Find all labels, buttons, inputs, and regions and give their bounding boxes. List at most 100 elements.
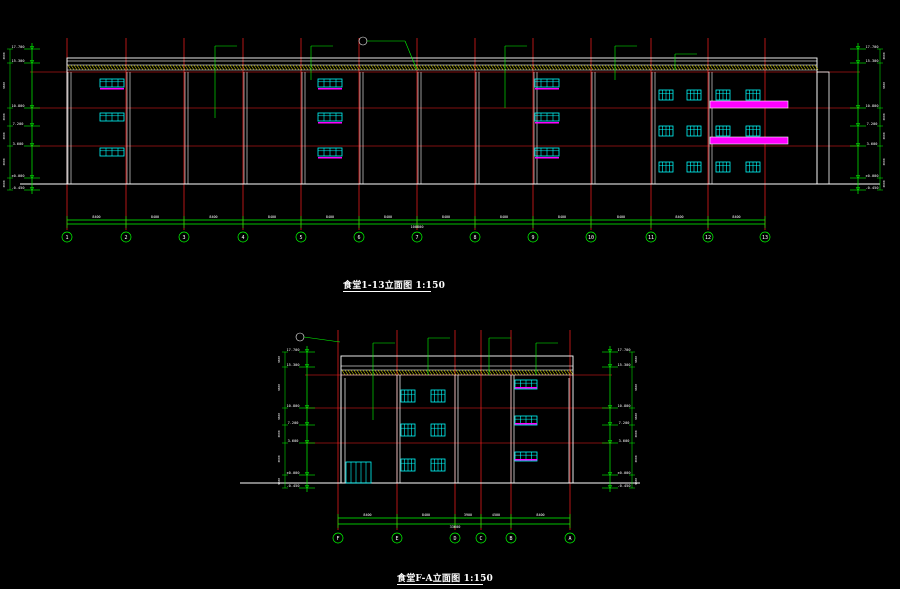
hatch-stroke [775,64,780,71]
title-underline-2 [397,584,483,585]
hatch-stroke [277,64,282,71]
level-label: 3.600 [867,142,878,146]
hatch-stroke [736,64,741,71]
hatch-stroke [292,64,297,71]
hatch-stroke [401,369,406,376]
total-dimension-text: 33600 [450,525,461,529]
dimension-text: 8400 [500,215,508,219]
axis-label: 3 [182,235,185,241]
hatch-stroke [352,64,357,71]
hatch-stroke [754,64,759,71]
hatch-stroke [769,64,774,71]
hatch-stroke [628,64,633,71]
section-callout-circle [358,36,368,46]
hatch-stroke [551,369,556,376]
parapet-top [66,60,818,66]
hatch-stroke [377,369,382,376]
balcony-band-lower [709,136,789,145]
hatch-stroke [661,64,666,71]
axis-bubble [702,231,714,243]
hatch-stroke [529,64,534,71]
dimension-text: 8400 [384,215,392,219]
hatch-stroke [718,64,723,71]
hatch-stroke [571,64,576,71]
hatch-stroke [508,64,513,71]
level-triangle [29,143,35,147]
hatch-stroke [398,369,403,376]
level-triangle [855,46,861,50]
hatch-stroke [413,369,418,376]
hatch-stroke [313,64,318,71]
hatch-stroke [449,369,454,376]
hatch-stroke [430,64,435,71]
hatch-stroke [436,64,441,71]
level-label: 10.800 [287,404,300,408]
hatch-stroke [379,64,384,71]
level-label: 10.800 [12,104,25,108]
dimension-text: 8400 [92,215,100,219]
axis-bubble [295,231,307,243]
window-sill [515,459,537,461]
hatch-stroke [574,64,579,71]
dim-chain-text: 3600 [882,180,886,187]
elevation-f-a: 17.70015.30010.8007.2003.600±0.000-0.450… [240,330,640,544]
axis-label: 11 [648,235,654,241]
dimension-text: 8400 [422,513,430,517]
hatch-stroke [235,64,240,71]
hatch-stroke [619,64,624,71]
hatch-stroke [431,369,436,376]
window [658,89,674,101]
hatch-stroke [415,64,420,71]
hatch-stroke [502,64,507,71]
hatch-stroke [439,64,444,71]
hatch-stroke [745,64,750,71]
dimension-text: 8400 [617,215,625,219]
window [99,147,125,157]
hatch-stroke [506,369,511,376]
hatch-stroke [190,64,195,71]
level-triangle [607,440,613,444]
axis-bubble [585,231,597,243]
hatch-stroke [325,64,330,71]
hatch-stroke [478,64,483,71]
axis-label: A [568,536,571,542]
hatch-stroke [796,64,801,71]
axis-label: 9 [531,235,534,241]
level-label: 17.700 [12,45,25,49]
axis-bubble [237,231,249,243]
hatch-stroke [97,64,102,71]
hatch-stroke [341,369,346,376]
hatch-stroke [503,369,508,376]
level-label: 7.200 [13,122,24,126]
hatch-stroke [406,64,411,71]
level-label: 17.700 [866,45,879,49]
window-sill [318,157,342,159]
dimension-text: 8400 [442,215,450,219]
hatch-stroke [100,64,105,71]
dim-chain-text: 3600 [882,113,886,120]
hatch-stroke [410,369,415,376]
hatch-stroke [553,64,558,71]
hatch-stroke [802,64,807,71]
hatch-stroke [811,64,816,71]
hatch-stroke [364,64,369,71]
hatch-stroke [286,64,291,71]
hatch-stroke [157,64,162,71]
hatch-stroke [365,369,370,376]
hatch-stroke [196,64,201,71]
drawing-title-f-a: 食堂F-A立面图 1:150 [397,574,494,584]
dimension-text: 8400 [363,513,371,517]
hatch-stroke [709,64,714,71]
dimension-text: 8400 [268,215,276,219]
hatch-stroke [479,369,484,376]
dimension-text: 4500 [492,513,500,517]
hatch-stroke [727,64,732,71]
hatch-stroke [256,64,261,71]
axis-bubble [645,231,657,243]
hatch-stroke [391,64,396,71]
hatch-stroke [682,64,687,71]
hatch-stroke [175,64,180,71]
hatch-stroke [470,369,475,376]
level-triangle [304,440,310,444]
hatch-stroke [685,64,690,71]
